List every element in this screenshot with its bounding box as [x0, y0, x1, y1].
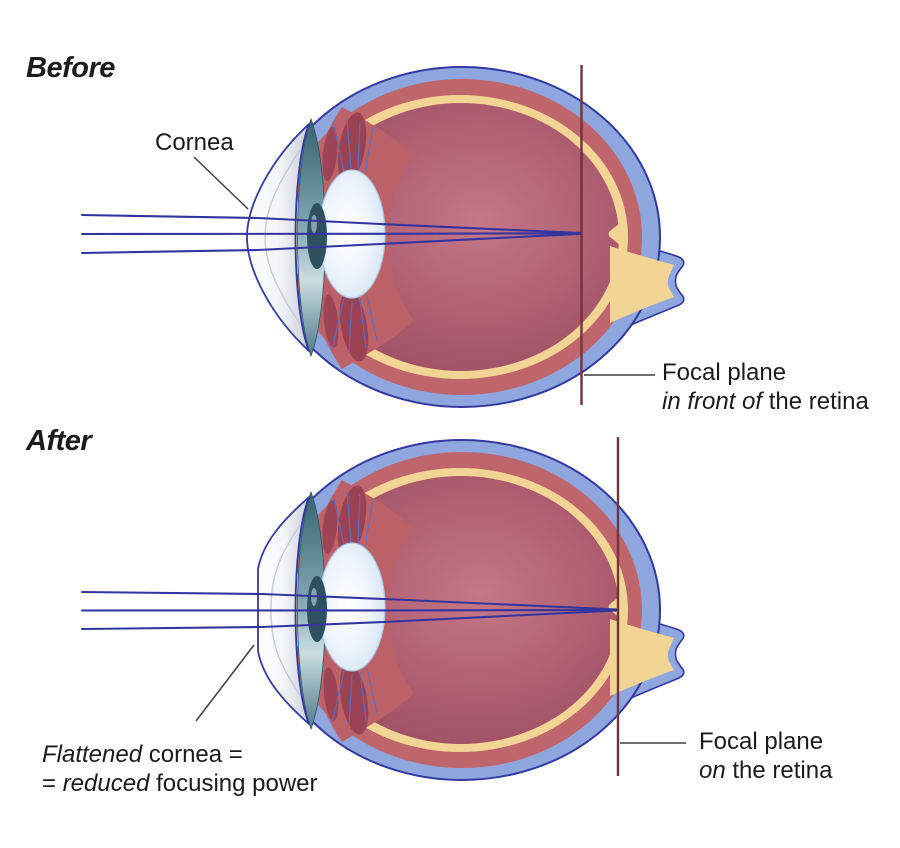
light-ray-middle — [80, 232, 583, 236]
pupil-edge — [307, 203, 327, 269]
before-title: Before — [26, 52, 115, 84]
zonule-fibers-top — [332, 118, 374, 174]
light-ray-bottom — [80, 232, 583, 255]
eye-after — [80, 437, 686, 781]
focal-before-line1: Focal plane — [662, 359, 787, 386]
ciliary-muscle-bottom-2 — [323, 294, 339, 348]
pupil-highlight — [311, 215, 317, 233]
zonule-fibers-top — [332, 491, 374, 547]
after-title: After — [26, 425, 92, 457]
flattened-line2-italic: reduced — [62, 770, 150, 797]
flattened-line2-start: = — [42, 770, 63, 797]
focal-after-line1: Focal plane — [699, 728, 824, 755]
ciliary-muscle-top-2 — [322, 127, 338, 181]
light-ray-middle — [80, 608, 619, 612]
focal-after-line2-italic: on — [699, 757, 726, 784]
eye-before — [80, 65, 685, 408]
zonule-fibers-bottom — [331, 667, 378, 727]
light-ray-top — [80, 213, 583, 235]
flattened-line1-italic: Flattened — [42, 741, 143, 768]
focal-after-line2-rest: the retina — [725, 757, 833, 784]
flattened-cornea-pointer — [195, 644, 255, 722]
flattened-line1-rest: cornea = — [142, 741, 243, 768]
focal-before-line2-rest: the retina — [762, 388, 869, 415]
focal-before-line2-italic: in front of — [662, 388, 763, 415]
fovea-notch — [608, 223, 620, 245]
flattened-cornea-label: Flattened cornea = = reduced focusing po… — [42, 740, 318, 798]
ciliary-muscle-bottom-2 — [323, 667, 339, 721]
cornea-inner-surface — [264, 149, 301, 325]
light-ray-top — [80, 590, 619, 611]
light-ray-bottom — [80, 609, 619, 631]
flattened-line2-rest: focusing power — [149, 770, 318, 797]
optic-nerve-inner — [610, 619, 674, 696]
cornea-label: Cornea — [155, 129, 234, 156]
cornea-label-pointer — [193, 156, 249, 210]
pupil-edge — [307, 576, 327, 642]
optic-nerve-inner — [610, 246, 674, 323]
ciliary-muscle-top-2 — [322, 500, 338, 554]
zonule-fibers-bottom — [331, 294, 378, 354]
lens — [318, 542, 386, 672]
cornea-shape — [246, 123, 310, 352]
focal-plane-after-label: Focal plane on the retina — [699, 727, 832, 785]
focal-plane-before-label: Focal plane in front of the retina — [662, 358, 869, 416]
